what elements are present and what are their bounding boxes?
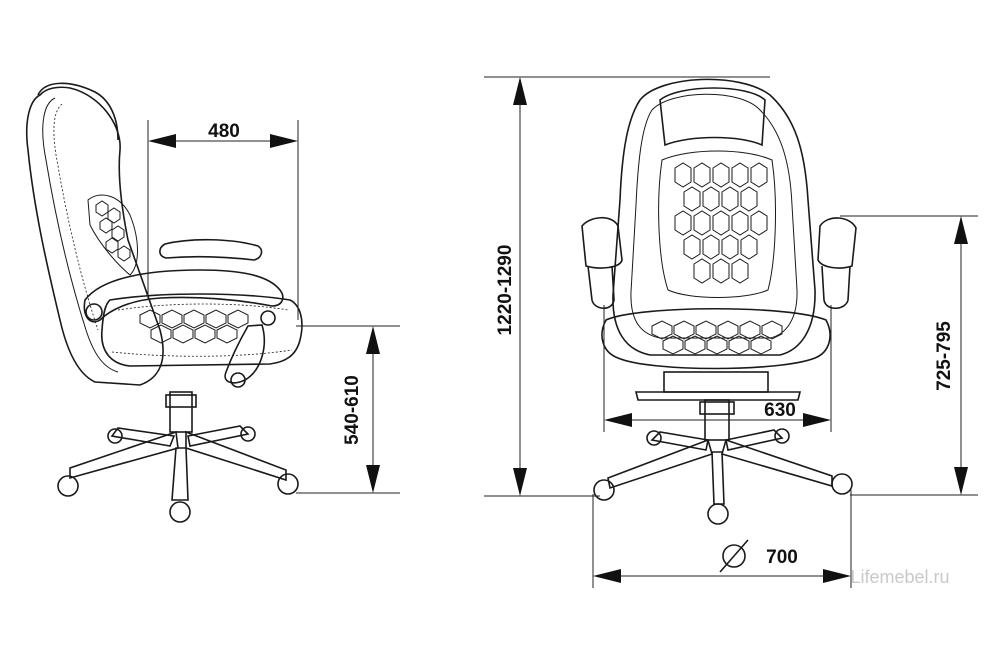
chair-side-view	[25, 82, 303, 523]
watermark: Lifemebel.ru	[850, 567, 949, 587]
chair-front-view	[581, 78, 857, 525]
dimension-base-diameter	[592, 490, 852, 588]
dimension-seat-height	[296, 325, 400, 494]
seat-height-label: 540-610	[342, 375, 363, 445]
backrest-honeycomb	[674, 162, 768, 284]
diameter-symbol	[719, 539, 749, 573]
depth-label: 480	[208, 121, 240, 142]
dimension-armrest-height	[840, 215, 978, 496]
dimension-width	[603, 305, 832, 432]
dimension-total-height	[484, 76, 770, 497]
dimension-depth	[147, 120, 299, 320]
width-label: 630	[764, 400, 796, 421]
armrest-height-label: 725-795	[934, 321, 955, 391]
base-diameter-label: 700	[766, 547, 798, 568]
total-height-label: 1220-1290	[495, 245, 516, 336]
